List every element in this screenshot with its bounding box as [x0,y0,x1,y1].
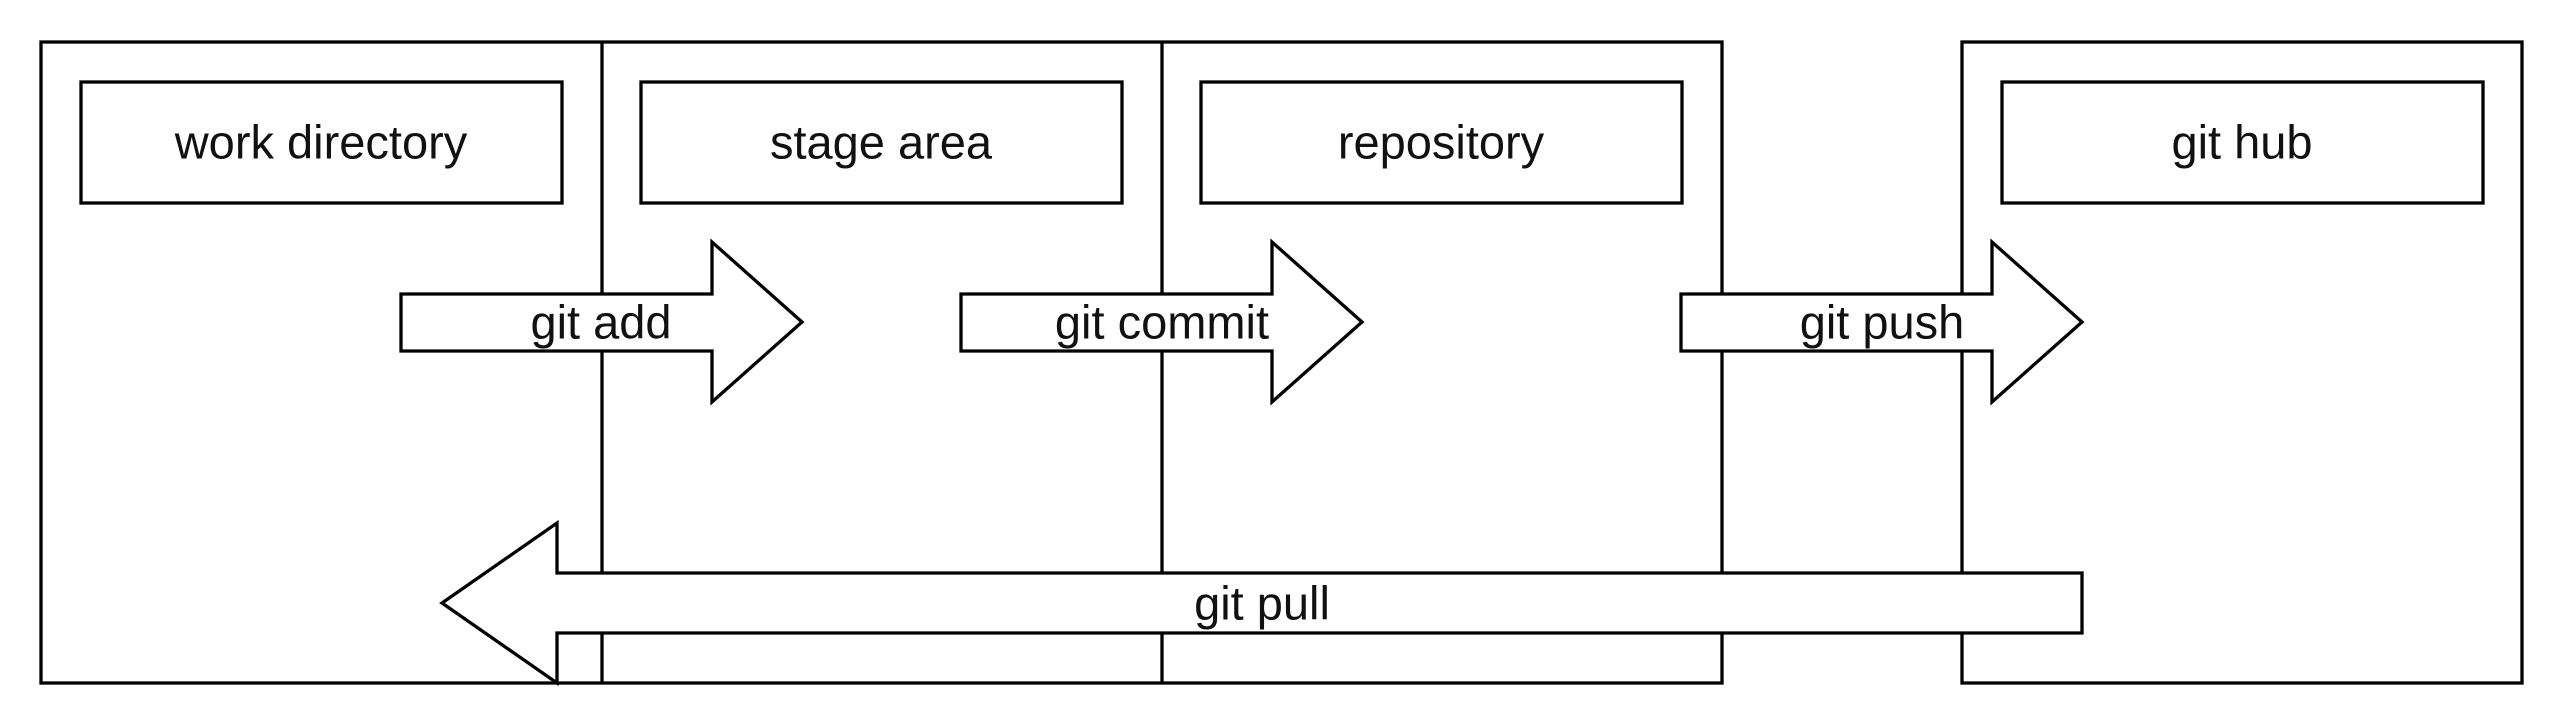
area-stage-area: stage area [639,80,1124,205]
git-add-arrow-shape [399,238,805,406]
repository-label: repository [1338,116,1545,169]
git-pull-arrow: git pull [439,519,2084,687]
git-commit-arrow: git commit [959,238,1365,406]
git-push-arrow-shape [1679,238,2085,406]
repository-box [1199,80,1684,205]
stage-area-label: stage area [770,116,993,169]
git-commit-label: git commit [1055,296,1269,349]
stage-area-box [639,80,1124,205]
work-directory-label: work directory [174,116,468,169]
area-repository: repository [1199,80,1684,205]
git-pull-arrow-shape [439,519,2084,687]
area-git-hub: git hub [2000,80,2485,205]
git-add-label: git add [530,296,671,349]
git-commit-arrow-shape [959,238,1365,406]
git-hub-label: git hub [2171,116,2312,169]
git-push-label: git push [1800,296,1965,349]
area-work-directory: work directory [79,80,564,205]
git-push-arrow: git push [1679,238,2085,406]
git-hub-box [2000,80,2485,205]
git-add-arrow: git add [399,238,805,406]
work-directory-box [79,80,564,205]
git-pull-label: git pull [1194,577,1330,630]
